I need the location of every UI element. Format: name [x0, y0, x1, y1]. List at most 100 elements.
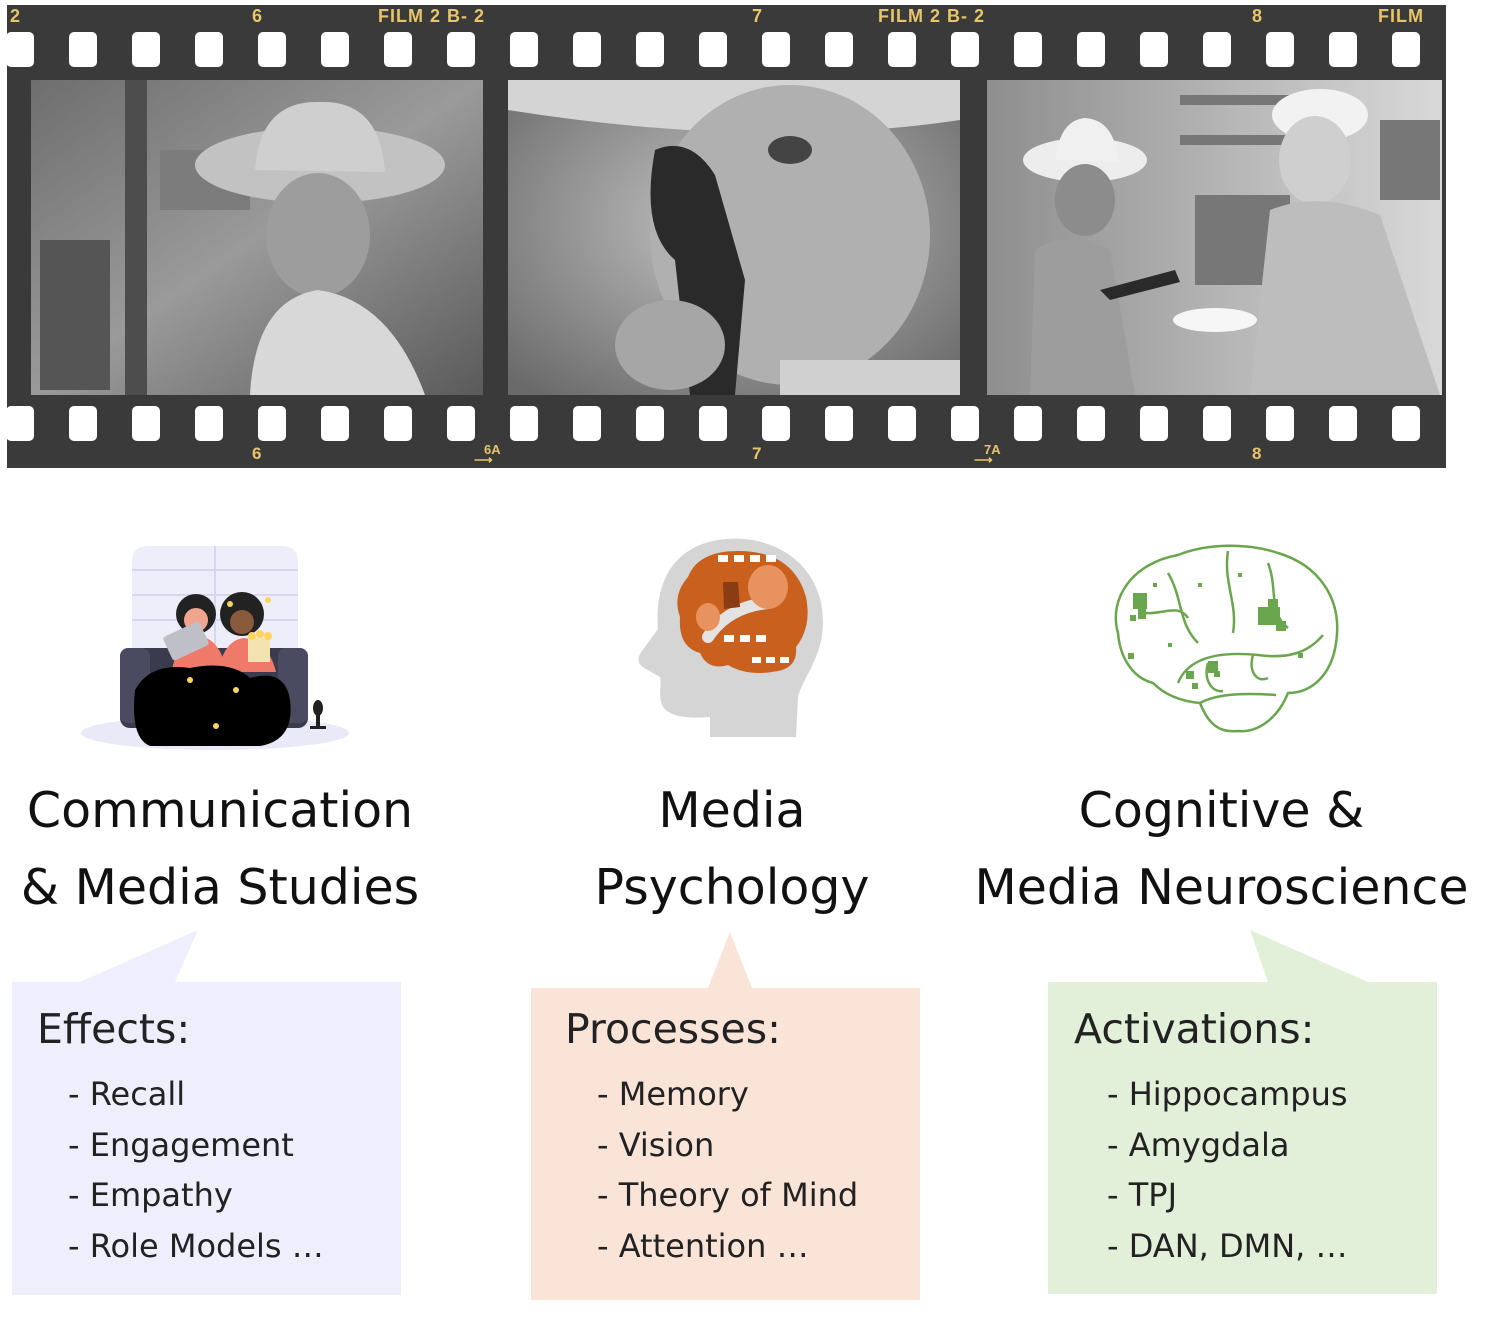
sprocket-hole	[258, 406, 286, 441]
processes-list: - Memory - Vision - Theory of Mind - Att…	[597, 1069, 858, 1271]
sprocket-hole	[6, 32, 34, 67]
list-item: - Hippocampus	[1107, 1075, 1348, 1113]
brain-activation-icon	[1114, 544, 1339, 733]
sprocket-hole	[951, 32, 979, 67]
sprocket-hole	[573, 406, 601, 441]
head-with-film-brain-icon	[638, 538, 823, 737]
sprocket-hole	[1266, 406, 1294, 441]
title-line: Media Neuroscience	[974, 859, 1469, 916]
film-edge-mark: 7A	[984, 442, 1001, 457]
sprocket-hole	[1203, 406, 1231, 441]
title-line: & Media Studies	[20, 859, 420, 916]
film-frame-boy-in-cowboy-hat	[31, 80, 483, 395]
box-heading-effects: Effects:	[37, 1005, 191, 1053]
sprocket-hole	[132, 32, 160, 67]
list-item: - Memory	[597, 1075, 749, 1113]
sprocket-hole	[762, 406, 790, 441]
film-edge-mark: 6	[252, 6, 264, 26]
sprocket-hole	[1077, 32, 1105, 67]
activations-list: - Hippocampus - Amygdala - TPJ - DAN, DM…	[1107, 1069, 1348, 1271]
film-edge-mark: FILM	[1378, 6, 1424, 26]
film-edge-mark: 6	[252, 444, 262, 463]
list-item: - TPJ	[1107, 1176, 1177, 1214]
list-item: - Role Models …	[68, 1226, 324, 1265]
sprocket-hole	[636, 406, 664, 441]
list-item: - DAN, DMN, …	[1107, 1226, 1348, 1265]
film-edge-mark: FILM 2 B- 2	[378, 6, 486, 26]
sprocket-hole	[1392, 406, 1420, 441]
effects-list: - Recall - Engagement - Empathy - Role M…	[68, 1069, 324, 1271]
audience-on-couch-icon	[81, 546, 349, 750]
callout-boxes	[12, 930, 1437, 1300]
sprocket-hole	[1077, 406, 1105, 441]
film-edge-mark: 8	[1252, 6, 1264, 26]
sprocket-hole	[195, 32, 223, 67]
film-edge-mark: 6A	[484, 442, 501, 457]
callout-box-activations	[1048, 930, 1437, 1294]
sprocket-hole	[636, 32, 664, 67]
film-strip	[6, 5, 1446, 468]
sprocket-hole	[258, 32, 286, 67]
film-edge-mark: 2	[10, 6, 22, 26]
sprocket-hole	[69, 32, 97, 67]
sprocket-hole	[762, 32, 790, 67]
film-edge-mark: 7	[752, 444, 762, 463]
sprocket-hole	[384, 406, 412, 441]
box-heading-processes: Processes:	[565, 1005, 781, 1053]
film-edge-mark: 8	[1252, 444, 1262, 463]
sprocket-row-bottom	[6, 406, 1420, 441]
sprocket-hole	[447, 406, 475, 441]
film-frame-boy-and-woman-in-store	[987, 80, 1442, 395]
column-title-media-psychology: Media Psychology	[512, 772, 952, 926]
sprocket-hole	[1329, 406, 1357, 441]
sprocket-hole	[384, 32, 412, 67]
title-line: Psychology	[594, 859, 870, 916]
sprocket-hole	[573, 32, 601, 67]
sprocket-hole	[195, 406, 223, 441]
box-heading-activations: Activations:	[1074, 1005, 1315, 1053]
sprocket-hole	[1203, 32, 1231, 67]
sprocket-row-top	[6, 32, 1420, 67]
film-frame-boy-aiming-revolver	[508, 80, 960, 395]
column-title-communication-media-studies: Communication & Media Studies	[0, 772, 440, 926]
sprocket-hole	[1266, 32, 1294, 67]
sprocket-hole	[1329, 32, 1357, 67]
sprocket-hole	[1392, 32, 1420, 67]
sprocket-hole	[69, 406, 97, 441]
sprocket-hole	[699, 406, 727, 441]
sprocket-hole	[321, 406, 349, 441]
film-edge-mark: 7	[752, 6, 764, 26]
sprocket-hole	[510, 406, 538, 441]
sprocket-hole	[1014, 32, 1042, 67]
sprocket-hole	[888, 406, 916, 441]
sprocket-hole	[321, 32, 349, 67]
sprocket-hole	[132, 406, 160, 441]
title-line: Media	[658, 782, 806, 839]
list-item: - Empathy	[68, 1176, 233, 1214]
film-arrow-icon: ⟶	[474, 452, 493, 467]
film-edge-mark: FILM 2 B- 2	[878, 6, 986, 26]
sprocket-hole	[6, 406, 34, 441]
list-item: - Attention …	[597, 1226, 809, 1265]
sprocket-hole	[825, 406, 853, 441]
sprocket-hole	[888, 32, 916, 67]
title-line: Cognitive &	[1078, 782, 1365, 839]
list-item: - Theory of Mind	[597, 1176, 859, 1214]
sprocket-hole	[951, 406, 979, 441]
list-item: - Amygdala	[1107, 1125, 1290, 1164]
sprocket-hole	[1014, 406, 1042, 441]
film-arrow-icon: ⟶	[974, 452, 993, 467]
title-line: Communication	[26, 782, 414, 839]
sprocket-hole	[1140, 32, 1168, 67]
list-item: - Vision	[597, 1125, 715, 1164]
sprocket-hole	[825, 32, 853, 67]
list-item: - Engagement	[68, 1125, 294, 1164]
column-title-cognitive-media-neuroscience: Cognitive & Media Neuroscience	[954, 772, 1489, 926]
sprocket-hole	[447, 32, 475, 67]
sprocket-hole	[1140, 406, 1168, 441]
sprocket-hole	[699, 32, 727, 67]
callout-box-effects	[12, 930, 401, 1295]
sprocket-hole	[510, 32, 538, 67]
callout-box-processes	[531, 932, 920, 1300]
